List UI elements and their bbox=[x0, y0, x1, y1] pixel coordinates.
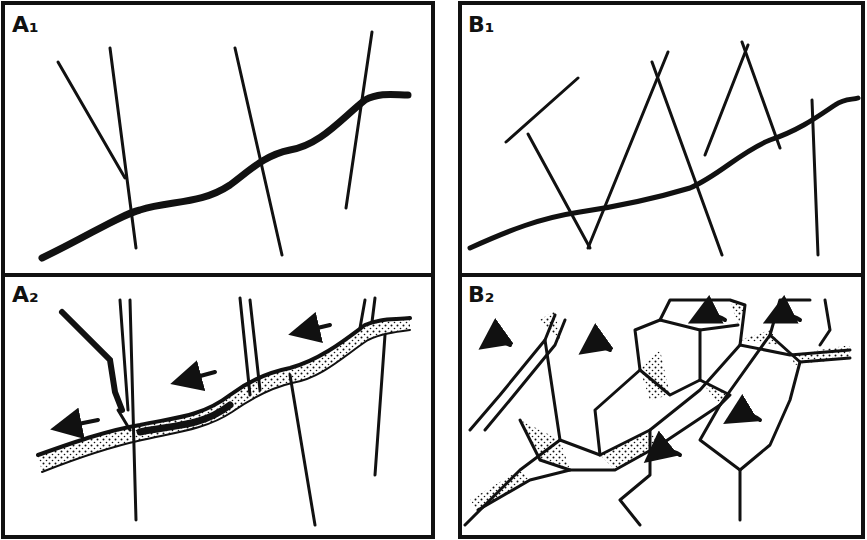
panel-label: B₁ bbox=[466, 14, 496, 36]
panel-label: A₁ bbox=[10, 14, 41, 36]
panel-label: A₂ bbox=[10, 284, 41, 306]
panel-label: B₂ bbox=[466, 284, 496, 306]
